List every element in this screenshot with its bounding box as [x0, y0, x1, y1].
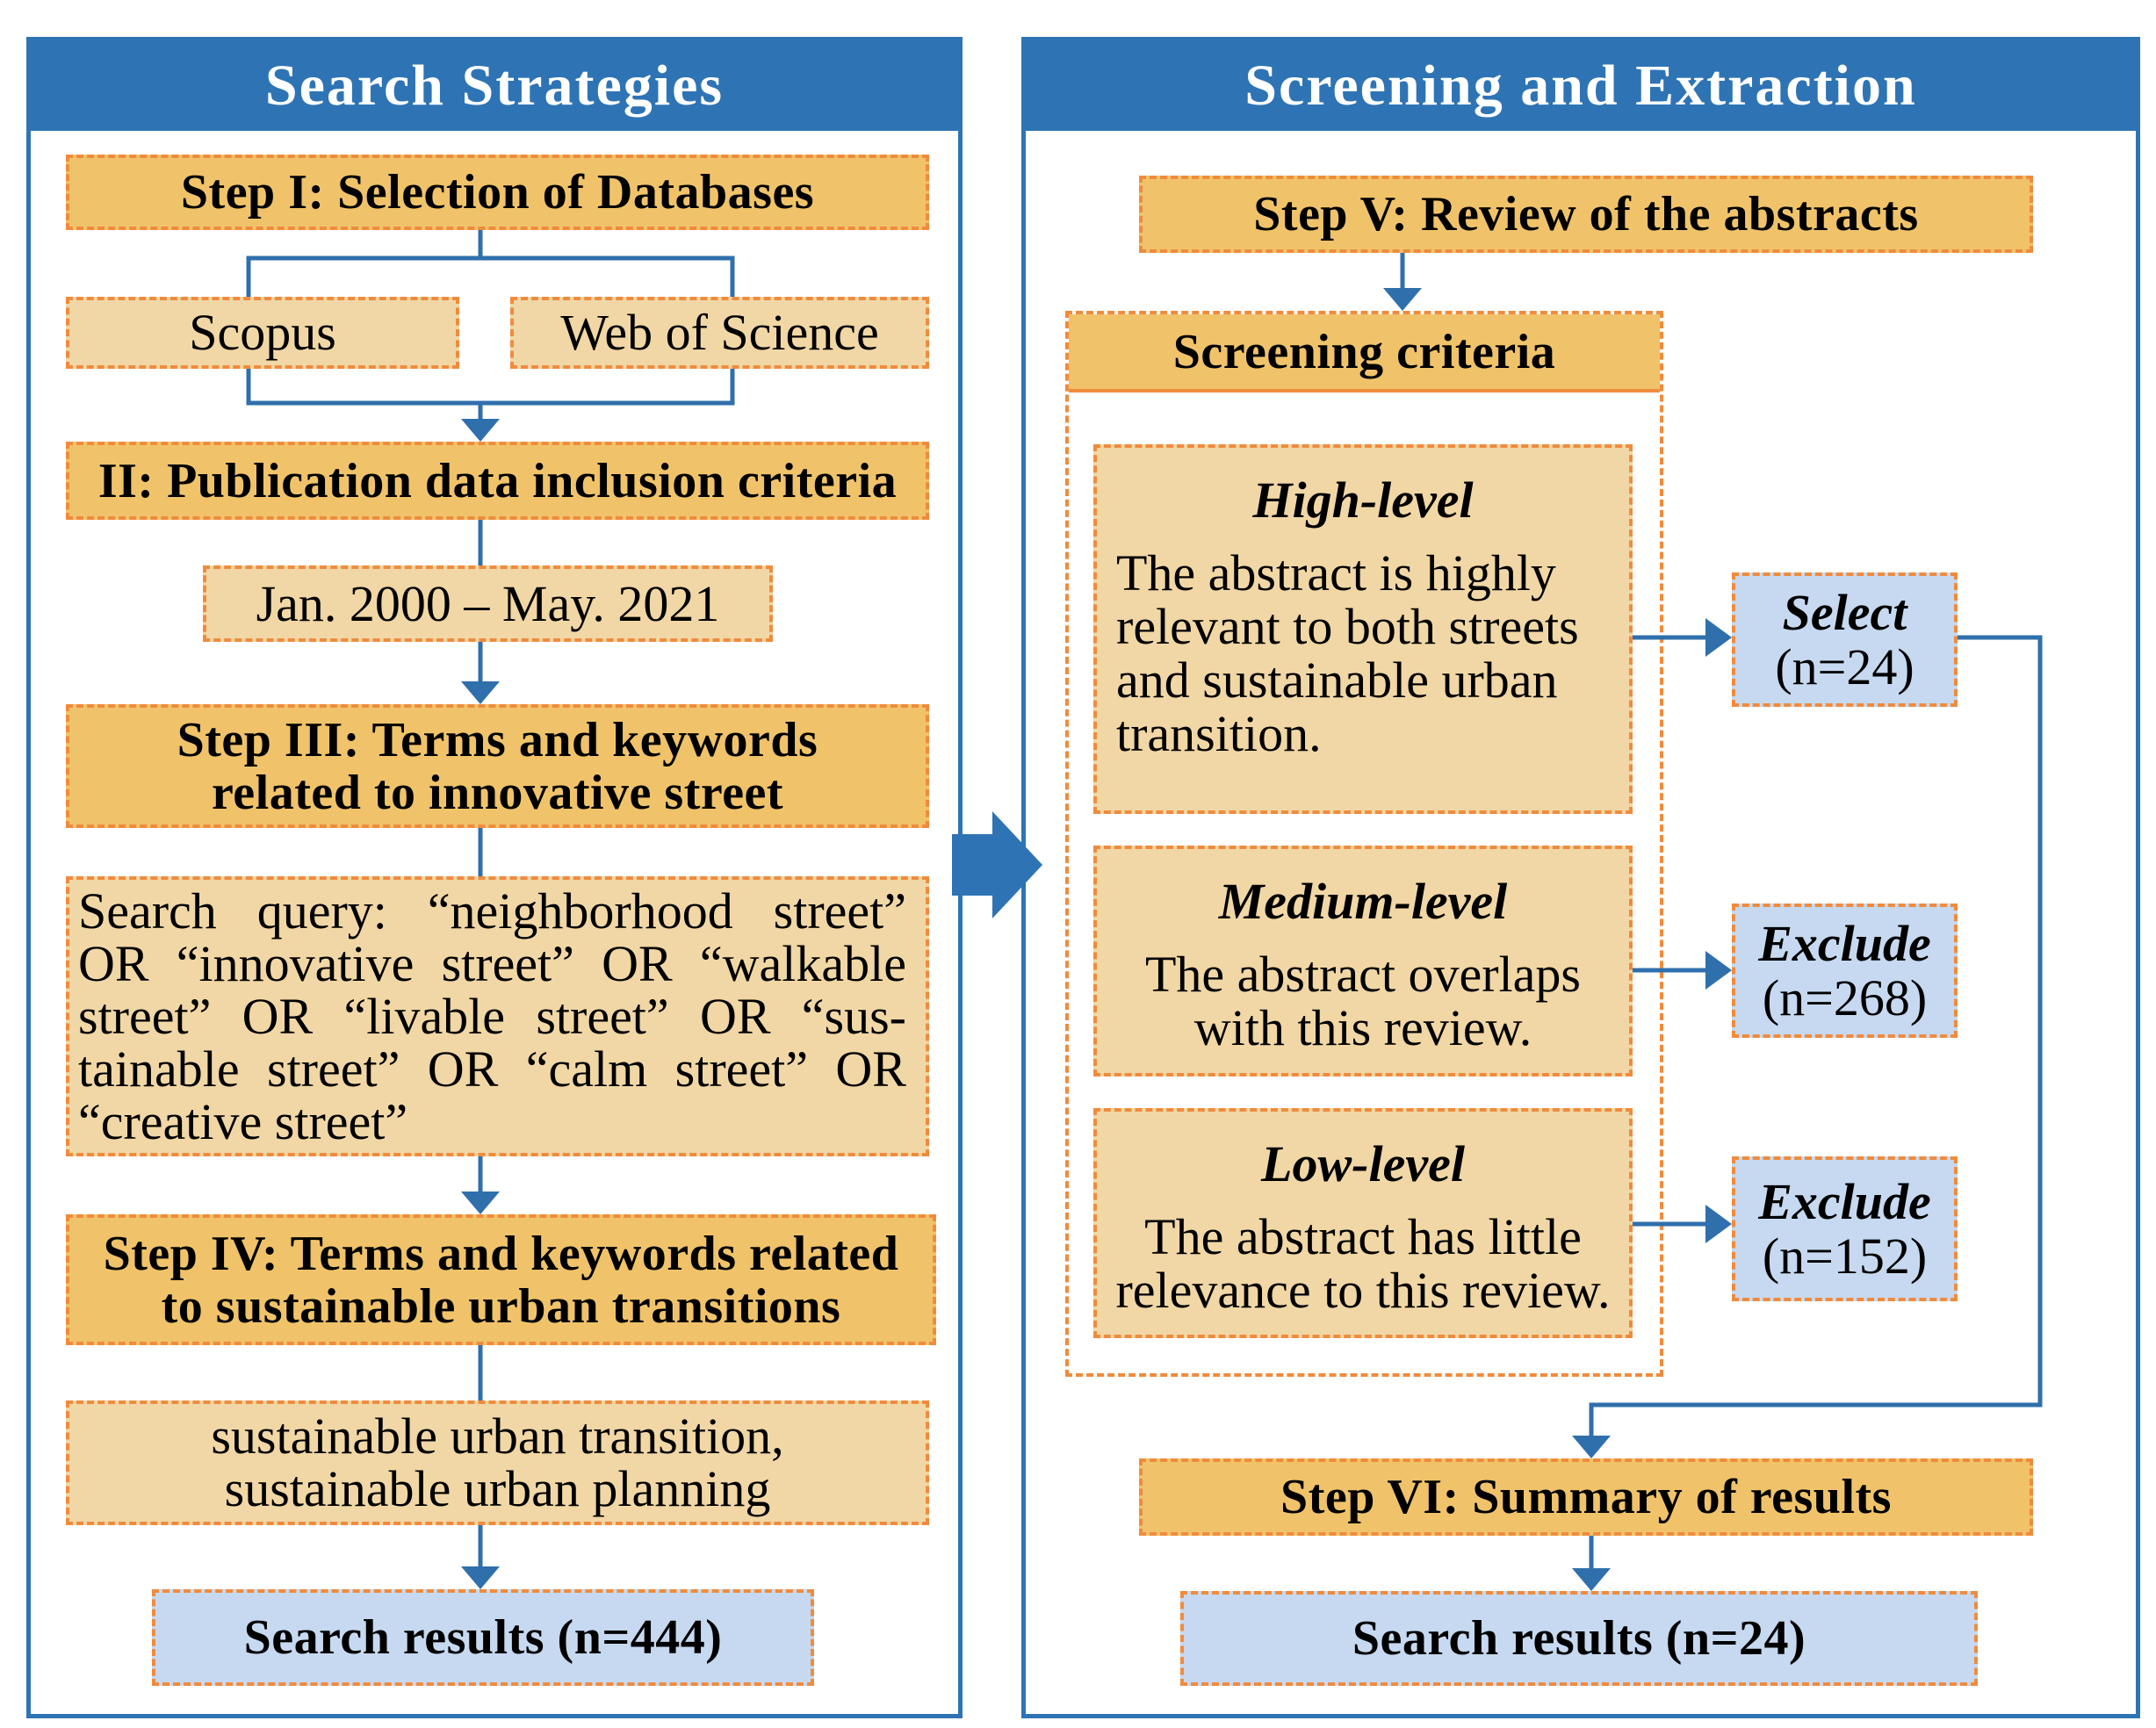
- low-level-line: The abstract has little: [1144, 1208, 1582, 1265]
- database-web-of-science-label: Web of Science: [560, 304, 879, 361]
- medium-level-box: Medium-level The abstract overlaps with …: [1093, 846, 1633, 1076]
- database-scopus-box: Scopus: [66, 297, 459, 369]
- medium-level-description: The abstract overlaps with this review.: [1097, 947, 1629, 1055]
- right-connectors: [1383, 253, 2043, 1591]
- high-level-line: transition.: [1116, 705, 1322, 762]
- step-4-label-line: Step IV: Terms and keywords related: [103, 1226, 899, 1281]
- search-query-line: OR “innovative street” OR “walkable: [78, 934, 906, 992]
- screening-extraction-title: Screening and Extraction: [1244, 54, 1917, 118]
- exclude-low-outcome-box: Exclude (n=152): [1732, 1156, 1958, 1301]
- search-query-line: street” OR “livable street” OR “sus-: [78, 987, 906, 1045]
- arrow-select-to-step6-head: [1572, 1436, 1611, 1458]
- arrow-step6-to-results-head: [1572, 1568, 1611, 1591]
- exclude-low-outcome-count: (n=152): [1762, 1227, 1928, 1285]
- exclude-medium-outcome-label: Exclude: [1758, 914, 1931, 972]
- low-level-title: Low-level: [1261, 1135, 1465, 1192]
- select-outcome-label: Select: [1782, 583, 1907, 641]
- high-level-description: The abstract is highly relevant to both …: [1097, 546, 1629, 760]
- step-4-box: Step IV: Terms and keywords related to s…: [66, 1214, 936, 1345]
- arrow-date-range-to-step3-head: [461, 681, 500, 704]
- step-4-label-line: to sustainable urban transitions: [161, 1278, 841, 1334]
- search-query-line: tainable street” OR “calm street” OR: [78, 1040, 906, 1098]
- screening-extraction-header: Screening and Extraction: [1026, 41, 2136, 131]
- arrow-high-to-select-head: [1705, 618, 1732, 657]
- high-level-line: The abstract is highly: [1116, 544, 1556, 601]
- step-6-label: Step VI: Summary of results: [1280, 1470, 1892, 1524]
- screening-criteria-container: Screening criteria: [1065, 311, 1663, 1377]
- arrow-medium-to-exclude-head: [1705, 951, 1732, 990]
- high-level-title: High-level: [1252, 472, 1474, 529]
- step-2-label: II: Publication data inclusion criteria: [97, 453, 898, 508]
- step-3-label-line: related to innovative street: [211, 765, 784, 820]
- step-6-box: Step VI: Summary of results: [1139, 1458, 2033, 1536]
- keywords-line: sustainable urban transition,: [211, 1408, 784, 1465]
- screening-criteria-header: Screening criteria: [1069, 314, 1660, 392]
- high-level-box: High-level The abstract is highly releva…: [1093, 444, 1633, 814]
- low-level-box: Low-level The abstract has little releva…: [1093, 1108, 1633, 1338]
- keywords-box: sustainable urban transition, sustainabl…: [66, 1400, 929, 1525]
- left-connectors: [246, 230, 735, 1589]
- arrow-databases-to-step2-head: [461, 419, 500, 442]
- step-1-box: Step I: Selection of Databases: [66, 155, 929, 230]
- arrow-keywords-to-results-head: [461, 1566, 500, 1589]
- search-results-label: Search results (n=444): [243, 1610, 723, 1665]
- exclude-low-outcome-label: Exclude: [1758, 1172, 1931, 1230]
- low-level-description: The abstract has little relevance to thi…: [1097, 1210, 1629, 1317]
- search-query-box: Search query: “neighborhood street” OR “…: [66, 876, 929, 1156]
- connector-select-to-step6: [1589, 635, 2043, 1437]
- panel-transition-arrow: [952, 811, 1042, 918]
- high-level-line: and sustainable urban: [1116, 652, 1558, 709]
- step-3-label-line: Step III: Terms and keywords: [177, 712, 818, 767]
- search-query-line: “creative street”: [78, 1092, 408, 1150]
- date-range-box: Jan. 2000 – May. 2021: [203, 565, 773, 642]
- screening-criteria-title: Screening criteria: [1172, 324, 1556, 379]
- medium-level-line: with this review.: [1193, 999, 1532, 1056]
- final-search-results-label: Search results (n=24): [1352, 1611, 1806, 1666]
- database-web-of-science-box: Web of Science: [510, 297, 929, 369]
- step-3-box: Step III: Terms and keywords related to …: [66, 704, 929, 828]
- search-query-line: Search query: “neighborhood street”: [78, 882, 906, 940]
- search-strategies-title: Search Strategies: [264, 54, 725, 118]
- search-strategies-header: Search Strategies: [31, 41, 958, 131]
- arrow-step5-to-screening-head: [1383, 288, 1422, 311]
- exclude-medium-outcome-box: Exclude (n=268): [1732, 904, 1958, 1038]
- select-outcome-count: (n=24): [1775, 637, 1914, 695]
- arrow-query-to-step4-head: [461, 1192, 500, 1214]
- exclude-medium-outcome-count: (n=268): [1762, 968, 1928, 1026]
- step-5-label: Step V: Review of the abstracts: [1253, 187, 1919, 241]
- select-outcome-box: Select (n=24): [1732, 572, 1958, 707]
- step-5-box: Step V: Review of the abstracts: [1139, 176, 2033, 253]
- database-scopus-label: Scopus: [189, 304, 336, 361]
- step-2-box: II: Publication data inclusion criteria: [66, 442, 929, 520]
- step-1-label: Step I: Selection of Databases: [180, 165, 815, 220]
- medium-level-line: The abstract overlaps: [1144, 946, 1581, 1003]
- keywords-line: sustainable urban planning: [224, 1460, 771, 1517]
- high-level-line: relevant to both streets: [1116, 598, 1579, 655]
- low-level-line: relevance to this review.: [1115, 1262, 1611, 1319]
- databases-bracket-bottom: [246, 369, 735, 406]
- medium-level-title: Medium-level: [1218, 873, 1508, 930]
- search-results-box: Search results (n=444): [152, 1589, 814, 1686]
- arrow-low-to-exclude-head: [1705, 1205, 1732, 1243]
- date-range-label: Jan. 2000 – May. 2021: [256, 574, 720, 632]
- databases-bracket-top: [246, 256, 735, 297]
- final-search-results-box: Search results (n=24): [1180, 1591, 1978, 1686]
